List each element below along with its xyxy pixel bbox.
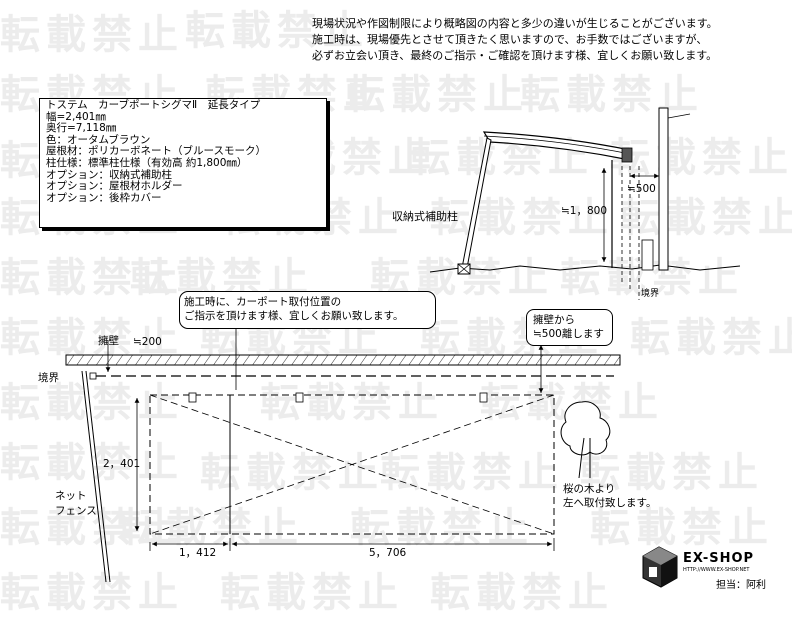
spec-option: オプション：後枠カバー	[46, 191, 162, 204]
logo-url: HTTP://WWW.EX-SHOP.NET	[683, 567, 750, 573]
carport-roof	[482, 131, 631, 161]
cherry-tree-icon	[560, 401, 611, 479]
watermark-text: 転載禁止	[0, 12, 184, 58]
height-label: ≒1，800	[561, 205, 608, 217]
watermark-text: 転載禁止	[0, 505, 184, 551]
spec-option: オプション：収納式補助柱	[46, 168, 172, 181]
net-fence-label: ネット フェンス	[55, 489, 97, 519]
watermark-text: 転載禁止	[0, 570, 184, 616]
tree-note-line: 桜の木より	[563, 483, 616, 495]
spec-width: 幅=2,401㎜	[46, 110, 106, 123]
spec-roof: 屋根材：ポリカーボネート（ブルースモーク）	[46, 145, 266, 158]
post-markers	[188, 392, 488, 403]
offset-label: ≒500	[627, 183, 656, 195]
watermark-text: 転載禁止	[610, 135, 792, 181]
wall-offset-note: 擁壁から ≒500離します	[526, 309, 613, 346]
watermark-text: 転載禁止	[430, 570, 614, 616]
retaining-wall	[658, 107, 669, 271]
retaining-wall-plan	[65, 354, 621, 366]
watermark-text: 転載禁止	[0, 315, 184, 361]
install-position-note: 施工時に、カーポート取付位置の ご指示を頂けます様、宜しくお願い致します。	[179, 291, 436, 329]
wall-gap-label: ≒200	[133, 336, 162, 348]
watermark-text: 転載禁止	[345, 72, 529, 118]
elevation-view	[429, 107, 741, 300]
main-post	[461, 137, 492, 269]
watermark-text: 転載禁止	[590, 505, 774, 551]
width-dimension: 2，401	[103, 458, 141, 470]
note-line: ご指示を頂けます様、宜しくお願い致します。	[184, 310, 404, 322]
watermark-text: 転載禁止	[0, 440, 184, 486]
notice-line: 必ずお立会い頂き、最終のご指示・ご確認を頂けます様、宜しくお願い致します。	[312, 49, 718, 62]
net-fence	[81, 370, 107, 583]
dim-right: 5，706	[369, 547, 407, 559]
logo-name: EX-SHOP	[683, 551, 755, 566]
watermark-text: 転載禁止	[380, 450, 564, 496]
person-in-charge: 担当：阿利	[716, 580, 766, 591]
net-fence-label-line: フェンス	[55, 505, 97, 517]
dim-left: 1，412	[179, 547, 217, 559]
net-fence-label-line: ネット	[55, 490, 87, 502]
plan-boundary-label: 境界	[38, 372, 59, 384]
watermark-text: 転載禁止	[220, 570, 404, 616]
retaining-wall-label: 擁壁	[98, 335, 119, 347]
watermark-text: 転載禁止	[620, 195, 792, 241]
watermark-text: 転載禁止	[430, 195, 614, 241]
watermark-text: 転載禁止	[185, 8, 369, 54]
spec-title: トステム カーブポートシグマⅡ 延長タイプ	[46, 99, 261, 111]
ex-shop-logo	[642, 546, 678, 588]
spec-color: 色：オータムブラウン	[46, 133, 151, 146]
watermark-text: 転載禁止	[260, 380, 444, 426]
tree-note: 桜の木より 左へ取付致します。	[563, 482, 656, 510]
spec-depth: 奥行=7,118㎜	[46, 122, 117, 135]
carport-outline	[149, 394, 555, 535]
elevation-ground-line	[429, 264, 741, 273]
watermark-text: 転載禁止	[630, 315, 792, 361]
elevation-boundary-label: 境界	[641, 289, 660, 299]
watermark-text: 転載禁止	[0, 380, 184, 426]
note-line: 施工時に、カーポート取付位置の	[184, 296, 342, 308]
plan-view	[65, 329, 621, 583]
support-post-label: 収納式補助柱	[392, 210, 458, 223]
note-line: ≒500離します	[533, 328, 604, 340]
note-line: 擁壁から	[533, 314, 575, 326]
site-notice: 現場状況や作図制限により概略図の内容と多少の違いが生じることがございます。 施工…	[312, 16, 718, 64]
notice-line: 施工時は、現場優先とさせて頂きたく思いますので、お手数ではございますが、	[312, 33, 708, 46]
tree-note-line: 左へ取付致します。	[563, 497, 657, 509]
watermark-text: 転載禁止	[580, 450, 764, 496]
watermark-text: 転載禁止	[0, 255, 184, 301]
spec-box: トステム カーブポートシグマⅡ 延長タイプ 幅=2,401㎜ 奥行=7,118㎜…	[39, 98, 327, 228]
notice-line: 現場状況や作図制限により概略図の内容と多少の違いが生じることがございます。	[312, 17, 718, 30]
spec-post: 柱仕様：標準柱仕様（有効高 約1,800㎜）	[46, 156, 248, 169]
spec-option: オプション：屋根材ホルダー	[46, 180, 183, 193]
